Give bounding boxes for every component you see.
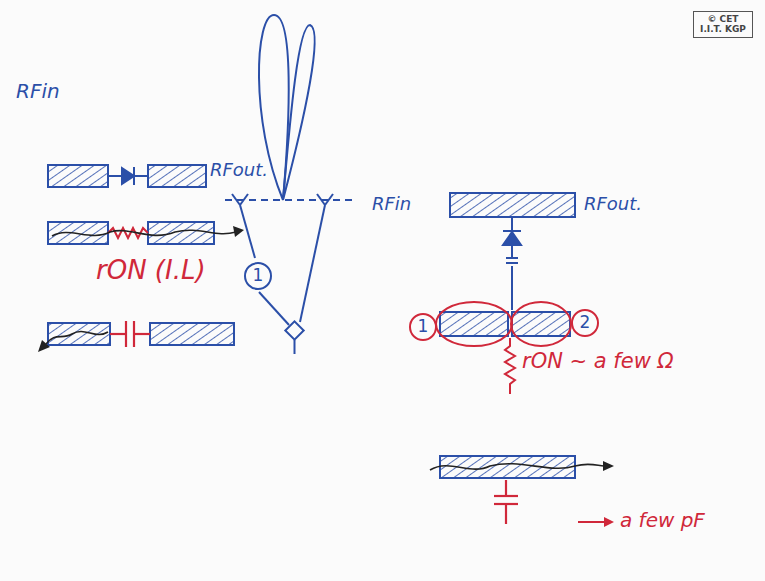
diode-symbol [108,167,148,185]
microstrip [148,222,214,244]
microstrip [512,312,570,336]
microstrip [148,165,206,187]
callout-number: 2 [580,313,591,333]
microstrip [450,193,575,217]
handwritten-label: rON (I.L) [96,256,206,285]
signal-arrow [52,230,236,236]
microstrip [440,312,508,336]
resistor-symbol [505,338,515,394]
callout-number: 1 [253,266,264,286]
callout-circle: 2 [571,309,599,337]
handwritten-label: rON ~ a few Ω [522,350,674,373]
handwritten-label: RFin [16,80,60,102]
microstrip [150,323,234,345]
copyright-box: © CET I.I.T. KGP [693,11,753,38]
phased-array [225,15,355,354]
diode-symbol [503,217,521,310]
leader-arrow [578,521,606,523]
callout-circle: 1 [409,313,437,341]
callout-number: 1 [418,317,429,337]
handwritten-label: RFout. [584,194,642,214]
handwritten-label: RFout. [210,160,268,180]
handwritten-label: RFin [372,194,411,214]
signal-arrow [430,464,604,470]
capacitor-symbol [110,321,150,347]
capacitor-symbol [494,480,518,524]
reflected-arrow [46,331,108,344]
copyright-text: © CET I.I.T. KGP [697,14,749,35]
port-outline [436,302,571,346]
handwritten-label: a few pF [620,509,705,531]
microstrip [48,165,108,187]
callout-circle: 1 [244,262,272,290]
